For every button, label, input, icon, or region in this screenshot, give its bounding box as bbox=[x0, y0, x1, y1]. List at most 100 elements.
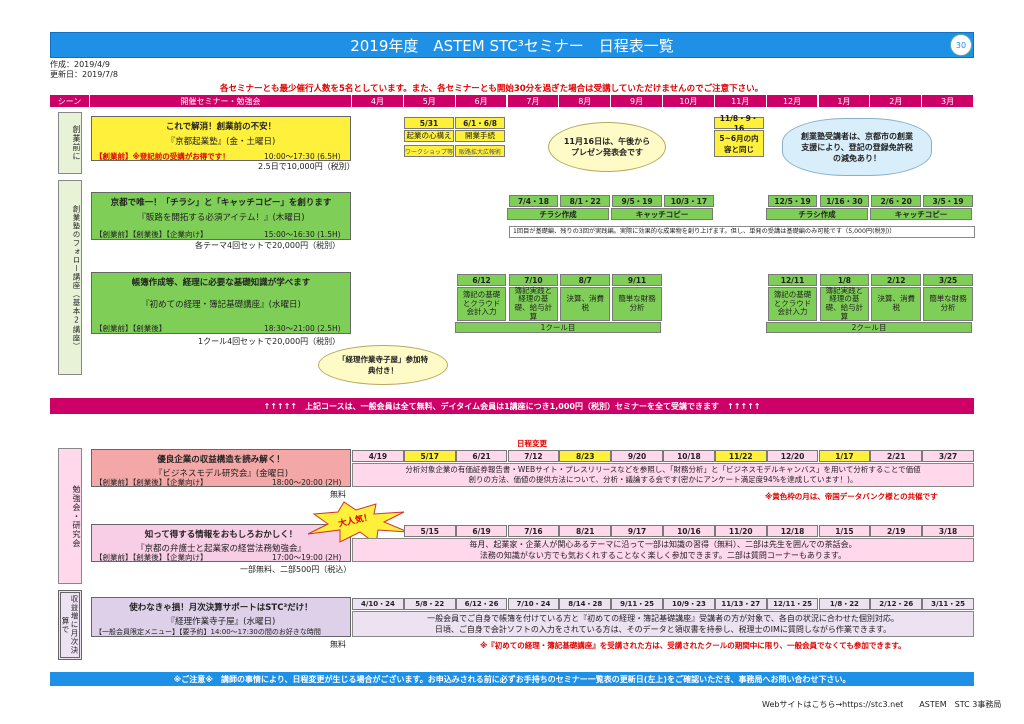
date-cell: 1/8 bbox=[819, 274, 870, 286]
topic-cell: 開業手続 bbox=[455, 130, 505, 142]
card-tag: 【一般会員限定メニュー】【要予約】14:00～17:30の間のお好きな時間 bbox=[95, 628, 321, 636]
date-cell: 3/18 bbox=[922, 525, 974, 537]
card-time: 15:00～16:30 (1.5H) bbox=[264, 230, 341, 239]
date-cell: 5/31 bbox=[404, 117, 454, 129]
card-bookkeeping: 帳簿作成等、経理に必要な基礎知識が学べます 『初めての経理・簿記基礎講座』(水曜… bbox=[91, 272, 351, 334]
updated-date: 更新日：2019/7/8 bbox=[50, 70, 118, 79]
date-cell: 6/1・6/8 bbox=[455, 117, 505, 129]
date-cell: 10/18 bbox=[663, 450, 715, 462]
card-time: 17:00～19:00 (2H) bbox=[272, 553, 342, 562]
date-cell: 11/8・9・16 bbox=[714, 114, 764, 133]
date-cell: 2/12 bbox=[871, 274, 922, 286]
header-month: 5月 bbox=[403, 95, 456, 107]
date-cell: 12/20 bbox=[766, 450, 819, 462]
created-date: 作成：2019/4/9 bbox=[50, 60, 110, 69]
cloud-bubble-support: 創業塾受講者は、京都市の創業支援により、登記の登録免許税の減免あり！ bbox=[782, 118, 932, 176]
date-cell: 7/4・18 bbox=[508, 195, 559, 207]
date-cell: 12/11 bbox=[767, 274, 818, 286]
date-cell: 6/19 bbox=[455, 525, 508, 537]
card-tag: 【創業前】【創業後】【企業向け】 bbox=[95, 553, 208, 562]
scene-startup-label: 創業前に bbox=[72, 125, 81, 161]
date-cell: 11/13・27 bbox=[714, 598, 767, 610]
card-title: 帳簿作成等、経理に必要な基礎知識が学べます bbox=[131, 278, 311, 288]
date-cell: 1/17 bbox=[818, 450, 871, 462]
date-cell: 12/18 bbox=[766, 525, 819, 537]
card-name: 『ビジネスモデル研究会』(金曜日) bbox=[153, 469, 289, 479]
date-cell: 2/19 bbox=[870, 525, 923, 537]
label-copy: キャッチコピー bbox=[611, 208, 713, 220]
date-cell: 3/5・19 bbox=[923, 195, 973, 207]
card-time: 18:00～20:00 (2H) bbox=[272, 478, 342, 487]
card-title: これで解消！創業前の不安！ bbox=[165, 122, 277, 132]
scene-monthly-label: 収益増に月次決算で bbox=[61, 595, 79, 655]
date-cell: 4/10・24 bbox=[352, 598, 404, 610]
header-month: 1月 bbox=[818, 95, 871, 107]
topic-cell: 簿記実践と経理の基礎、給与計算 bbox=[508, 286, 559, 321]
label-course2: 2クール目 bbox=[766, 322, 972, 333]
speech-bubble-terakoya: 「経理作業寺子屋」参加特典付き！ bbox=[318, 345, 448, 385]
card-name: 『初めての経理・簿記基礎講座』(水曜日) bbox=[141, 300, 301, 310]
topic-cell: 決算、消費税 bbox=[560, 287, 611, 321]
header-month: 9月 bbox=[611, 95, 663, 107]
date-cell: 7/10 bbox=[508, 274, 559, 286]
note-flyer: 1回目が基礎編、残りの3回が実践編。実際に効果的な成果物を創り上げます。但し、単… bbox=[509, 226, 975, 238]
date-cell: 3/11・25 bbox=[922, 598, 974, 610]
footnote-bizmodel: ※黄色枠の月は、帝国データバンク様との共催です bbox=[765, 492, 938, 501]
date-cell: 6/21 bbox=[455, 450, 508, 462]
logo-text: 30 bbox=[955, 40, 967, 50]
date-cell: 4/19 bbox=[352, 450, 404, 462]
membership-bar: ↑↑↑↑↑ 上記コースは、一般会員は全て無料、デイタイム会員は1講座につき1,0… bbox=[50, 398, 974, 414]
card-legal: 知って得する情報をおもしろおかしく！ 『京都の弁護士と起業家の経営法務勉強会』 … bbox=[91, 524, 351, 562]
topic-cell: 起業の心構え bbox=[404, 130, 454, 142]
date-cell: 9/20 bbox=[611, 450, 663, 462]
date-cell: 5/17 bbox=[403, 450, 456, 462]
label-copy: キャッチコピー bbox=[870, 208, 972, 220]
header-seminar: 開催セミナー・勉強会 bbox=[90, 95, 352, 107]
note-legal: 毎月、起業家・企業人が関心あるテーマに沿って一部は知識の習得（無料）、二部は先生… bbox=[352, 538, 974, 562]
price-kigyojuku: 2.5日で10,000円（税別） bbox=[258, 162, 355, 171]
card-tag: 【創業前】【創業後】【企業向け】 bbox=[95, 230, 208, 239]
bottom-notice: ※ご注意※ 講師の事情により、日程変更が生じる場合がございます。お申込みされる前… bbox=[50, 672, 974, 686]
scene-follow: 創業塾のフォロー講座（基本2講座） bbox=[58, 180, 82, 375]
date-cell: 1/8・22 bbox=[818, 598, 871, 610]
card-title: 使わなきゃ損！月次決算サポートはSTC³だけ！ bbox=[129, 603, 313, 613]
topic-cell: 販路拡大広報術 bbox=[455, 145, 505, 157]
date-cell: 10/9・23 bbox=[663, 598, 715, 610]
date-cell: 1/15 bbox=[818, 525, 871, 537]
date-cell: 3/25 bbox=[923, 274, 973, 286]
date-cell: 12/5・19 bbox=[767, 195, 818, 207]
price-bookkeeping: 1クール4回セットで20,000円（税別） bbox=[198, 337, 341, 346]
header-month: 11月 bbox=[714, 95, 767, 107]
header-month: 2月 bbox=[870, 95, 923, 107]
date-cell: 5/8・22 bbox=[403, 598, 456, 610]
date-cell: 10/16 bbox=[663, 525, 715, 537]
topic-cell: 簡単な財務分析 bbox=[612, 287, 662, 321]
price-legal: 一部無料、二部500円（税込） bbox=[240, 565, 352, 574]
date-cell: 8/21 bbox=[559, 525, 612, 537]
date-cell: 2/6・20 bbox=[871, 195, 922, 207]
card-title: 優良企業の収益構造を読み解く！ bbox=[157, 455, 285, 465]
speech-bubble-presentation: 11月16日は、午後からプレゼン発表会です bbox=[548, 122, 666, 172]
note-terakoya-line1: 一般会員でご自身で帳簿を付けている方と『初めての経理・簿記基礎講座』受講者の方が… bbox=[427, 614, 899, 623]
notice: 各セミナーとも最少催行人数を5名としています。また、各セミナーとも開始30分を過… bbox=[220, 84, 764, 94]
price-terakoya: 無料 bbox=[330, 640, 346, 649]
date-cell: 11/20 bbox=[714, 525, 767, 537]
header-month: 6月 bbox=[455, 95, 508, 107]
note-terakoya: 一般会員でご自身で帳簿を付けている方と『初めての経理・簿記基礎講座』受講者の方が… bbox=[352, 611, 974, 637]
date-cell: 2/12・26 bbox=[870, 598, 923, 610]
date-cell: 12/11・25 bbox=[766, 598, 819, 610]
card-name: 『経理作業寺子屋』(水曜日) bbox=[166, 617, 276, 627]
note-terakoya-line2: 日頃、ご自身で会計ソフトの入力をされている方は、そのデータと領収書を持参し、税理… bbox=[434, 624, 892, 634]
date-cell: 7/10・24 bbox=[507, 598, 560, 610]
date-cell: 9/11 bbox=[612, 274, 662, 286]
date-cell: 9/17 bbox=[611, 525, 663, 537]
date-cell: 9/11・25 bbox=[611, 598, 663, 610]
note-bizmodel: 分析対象企業の有価証券報告書・WEBサイト・プレスリリースなどを参照し、「財務分… bbox=[352, 463, 974, 487]
footer-website[interactable]: Webサイトはこちら→https://stc3.net ASTEM STC 3事… bbox=[762, 700, 1002, 709]
card-time: 18:30～21:00 (2.5H) bbox=[264, 324, 341, 333]
card-time: 10:00～17:30 (6.5H) bbox=[264, 152, 341, 161]
topic-cell: 簡単な財務分析 bbox=[923, 287, 973, 321]
date-cell: 10/3・17 bbox=[664, 195, 714, 207]
scene-study: 勉強会・研究会 bbox=[58, 448, 82, 584]
label-course1: 1クール目 bbox=[455, 322, 661, 333]
